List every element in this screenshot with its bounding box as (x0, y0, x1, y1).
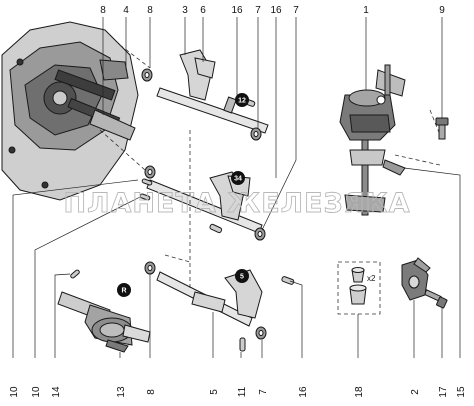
callout-15: 15 (456, 386, 467, 398)
svg-text:5: 5 (240, 274, 244, 281)
badge-R: R (117, 283, 131, 297)
callout-13: 13 (116, 386, 127, 398)
callout-2: 2 (410, 389, 421, 395)
callout-9: 9 (439, 5, 445, 16)
svg-text:12: 12 (238, 98, 246, 105)
callout-10-left: 10 (9, 386, 20, 398)
reverse-idler-shaft (57, 291, 151, 353)
callout-1: 1 (363, 5, 369, 16)
bracket-2 (401, 257, 431, 301)
badge-12: 12 (235, 93, 249, 107)
watermark-text: ПЛАНЕТА ЖЕЛЕЗЯКА (64, 188, 411, 219)
svg-text:34: 34 (234, 176, 242, 183)
callout-7-top-left: 7 (255, 5, 261, 16)
callouts-bottom: 10 10 14 13 8 5 11 7 16 18 2 17 15 (9, 386, 467, 398)
bushings-and-pins (70, 68, 295, 352)
callout-16-top-left: 16 (231, 5, 243, 16)
bolt-17 (423, 289, 448, 309)
callout-8-top-left: 8 (100, 5, 106, 16)
callout-3: 3 (182, 5, 188, 16)
leader-lines (12, 17, 461, 358)
callout-14: 14 (51, 386, 62, 398)
callouts-top: 8 4 8 3 6 16 7 16 7 1 9 (100, 5, 445, 16)
callout-11: 11 (237, 386, 248, 397)
shift-rod-lower (156, 269, 263, 327)
assembly-guides (99, 44, 441, 290)
shift-rod-upper (156, 49, 269, 134)
kit-quantity-note: x2 (367, 274, 376, 283)
badge-5: 5 (235, 269, 249, 283)
callout-10: 10 (31, 386, 42, 398)
callout-8-bottom: 8 (146, 389, 157, 395)
gearbox-housing (1, 21, 139, 201)
callout-6: 6 (200, 5, 206, 16)
svg-text:R: R (121, 288, 126, 295)
callout-17: 17 (438, 386, 449, 398)
callout-4: 4 (123, 5, 129, 16)
callout-16-bottom: 16 (298, 386, 309, 398)
callout-18: 18 (354, 386, 365, 398)
callout-7-top: 7 (293, 5, 299, 16)
badge-34: 34 (231, 171, 245, 185)
callout-16-top: 16 (270, 5, 282, 16)
selector-shaft-assembly (339, 64, 406, 216)
bolt-9 (435, 117, 449, 140)
callout-7-bottom: 7 (258, 389, 269, 395)
callout-5: 5 (209, 389, 220, 395)
pin-kit-18: x2 (337, 261, 381, 315)
callout-8-top: 8 (147, 5, 153, 16)
